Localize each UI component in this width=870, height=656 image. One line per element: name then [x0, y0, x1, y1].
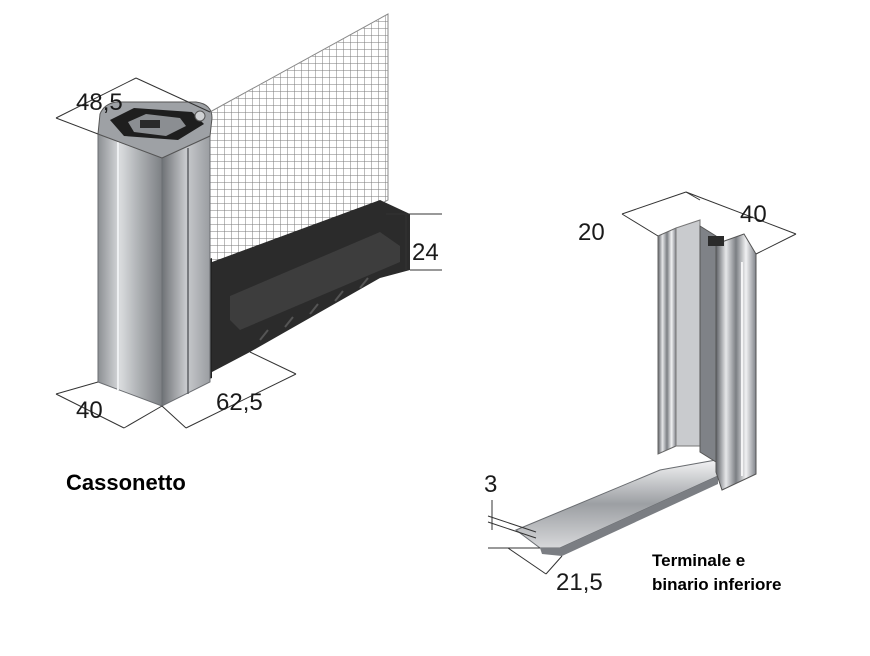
- dim-label-20: 20: [578, 219, 605, 246]
- dim-label-40-right: 40: [740, 201, 767, 228]
- bottom-track: [515, 459, 719, 549]
- cassonetto-drawing: 48,5 24 40 62,5 Cassonetto: [55, 13, 442, 495]
- box-profile-side: [161, 135, 211, 407]
- terminal-channel: [715, 233, 757, 491]
- terminal-channel-inner: [699, 225, 717, 463]
- caption-cassonetto: Cassonetto: [66, 470, 186, 495]
- caption-terminale-line1: Terminale e: [652, 551, 745, 570]
- gasket-teeth: [230, 232, 400, 330]
- terminale-drawing: 20 40 3 21,5 Terminale e binario inferio…: [484, 191, 797, 596]
- terminal-web: [675, 219, 701, 447]
- dim-label-21-5: 21,5: [556, 569, 603, 596]
- dim-label-24: 24: [412, 239, 439, 266]
- profile-top-section: [97, 101, 213, 159]
- terminal-slot: [708, 236, 724, 246]
- dim-lines-cassonetto: [55, 77, 442, 429]
- dim-label-3: 3: [484, 471, 497, 498]
- dim-label-40: 40: [76, 397, 103, 424]
- dim-lines-terminale: [487, 191, 797, 575]
- dim-label-62-5: 62,5: [216, 389, 263, 416]
- terminal-fin: [657, 227, 677, 455]
- dim-label-48-5: 48,5: [76, 89, 123, 116]
- box-profile-front: [97, 133, 163, 407]
- gasket-ridges: [259, 277, 369, 341]
- bottom-track-lip: [540, 476, 718, 556]
- caption-terminale-line2: binario inferiore: [652, 575, 781, 594]
